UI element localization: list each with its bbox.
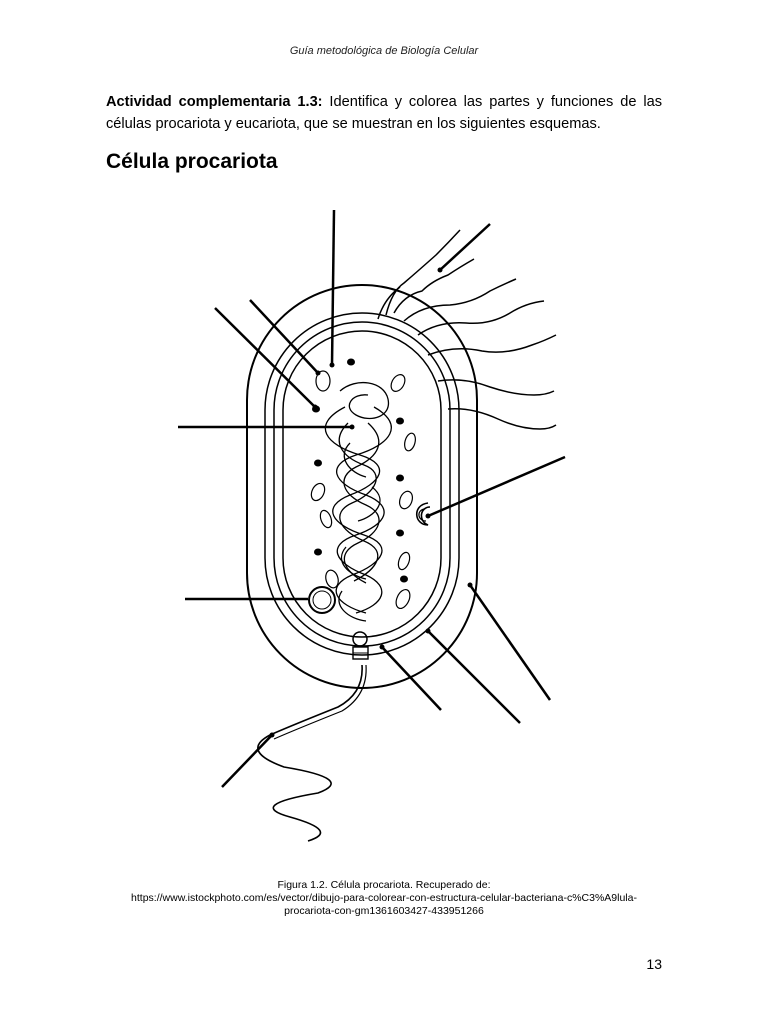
ribosomes: [312, 358, 408, 583]
caption-line-1: Figura 1.2. Célula procariota. Recuperad…: [277, 879, 491, 891]
plasmid: [308, 586, 336, 614]
inclusion-granules: [310, 370, 416, 610]
pilus: [427, 334, 557, 356]
pilus: [403, 278, 517, 322]
cytoplasm-outline: [282, 330, 442, 638]
caption-line-2: https://www.istockphoto.com/es/vector/di…: [131, 892, 637, 904]
figure-caption: Figura 1.2. Célula procariota. Recuperad…: [60, 879, 708, 918]
membrane-outline: [273, 321, 451, 647]
running-header: Guía metodológica de Biología Celular: [289, 45, 479, 57]
section-title: Célula procariota: [106, 150, 278, 173]
cell-wall-outline: [264, 312, 460, 656]
nucleoid-dna: [324, 381, 392, 622]
page-number: 13: [646, 956, 662, 972]
capsule-outline: [246, 284, 478, 689]
activity-lead: Actividad complementaria 1.3:: [106, 94, 323, 110]
prokaryotic-cell-diagram: [178, 209, 566, 842]
activity-paragraph: Actividad complementaria 1.3: Identifica…: [106, 91, 662, 135]
activity-text: Identifica y colorea las partes y funcio…: [106, 94, 663, 132]
pilus: [437, 379, 555, 396]
pilus: [447, 407, 557, 430]
prokaryotic-cell-figure: [160, 195, 580, 855]
label-lines: [178, 209, 566, 788]
pilus: [417, 300, 545, 336]
basal-ring: [352, 631, 368, 647]
flagellum: [257, 664, 363, 842]
label-dots: [269, 267, 473, 738]
caption-line-3: procariota-con-gm1361603427-433951266: [284, 905, 484, 917]
pilus: [385, 229, 461, 316]
pilus: [393, 258, 475, 314]
mesosome: [415, 502, 431, 526]
